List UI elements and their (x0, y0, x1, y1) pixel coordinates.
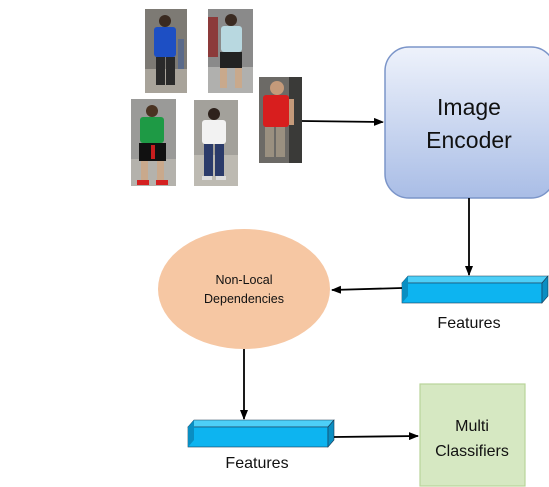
person-images (131, 9, 302, 186)
features-block-top (401, 275, 549, 304)
encoder-label-line2: Encoder (426, 127, 512, 153)
person-image-1 (145, 9, 187, 93)
person-image-5 (259, 77, 302, 163)
features-label-top: Features (437, 315, 500, 332)
nonlocal-label-line2: Dependencies (204, 292, 284, 306)
nonlocal-label-line1: Non-Local (216, 273, 273, 287)
arrow-features-to-nonlocal (331, 285, 403, 294)
encoder-label-line1: Image (437, 94, 501, 120)
image-encoder-block: Image Encoder (384, 46, 549, 199)
classifiers-label-line2: Classifiers (435, 443, 509, 460)
classifiers-label-line1: Multi (455, 418, 489, 435)
nonlocal-dependencies-node: Non-Local Dependencies (158, 229, 330, 349)
multi-classifiers-block: Multi Classifiers (419, 383, 526, 487)
person-image-2 (208, 9, 253, 93)
features-label-bottom: Features (225, 455, 288, 472)
features-block-bottom (187, 419, 335, 448)
arrow-images-to-encoder (301, 117, 384, 126)
person-image-4 (194, 100, 238, 186)
arrow-features-to-classifiers (333, 432, 419, 441)
person-image-3 (131, 99, 176, 186)
